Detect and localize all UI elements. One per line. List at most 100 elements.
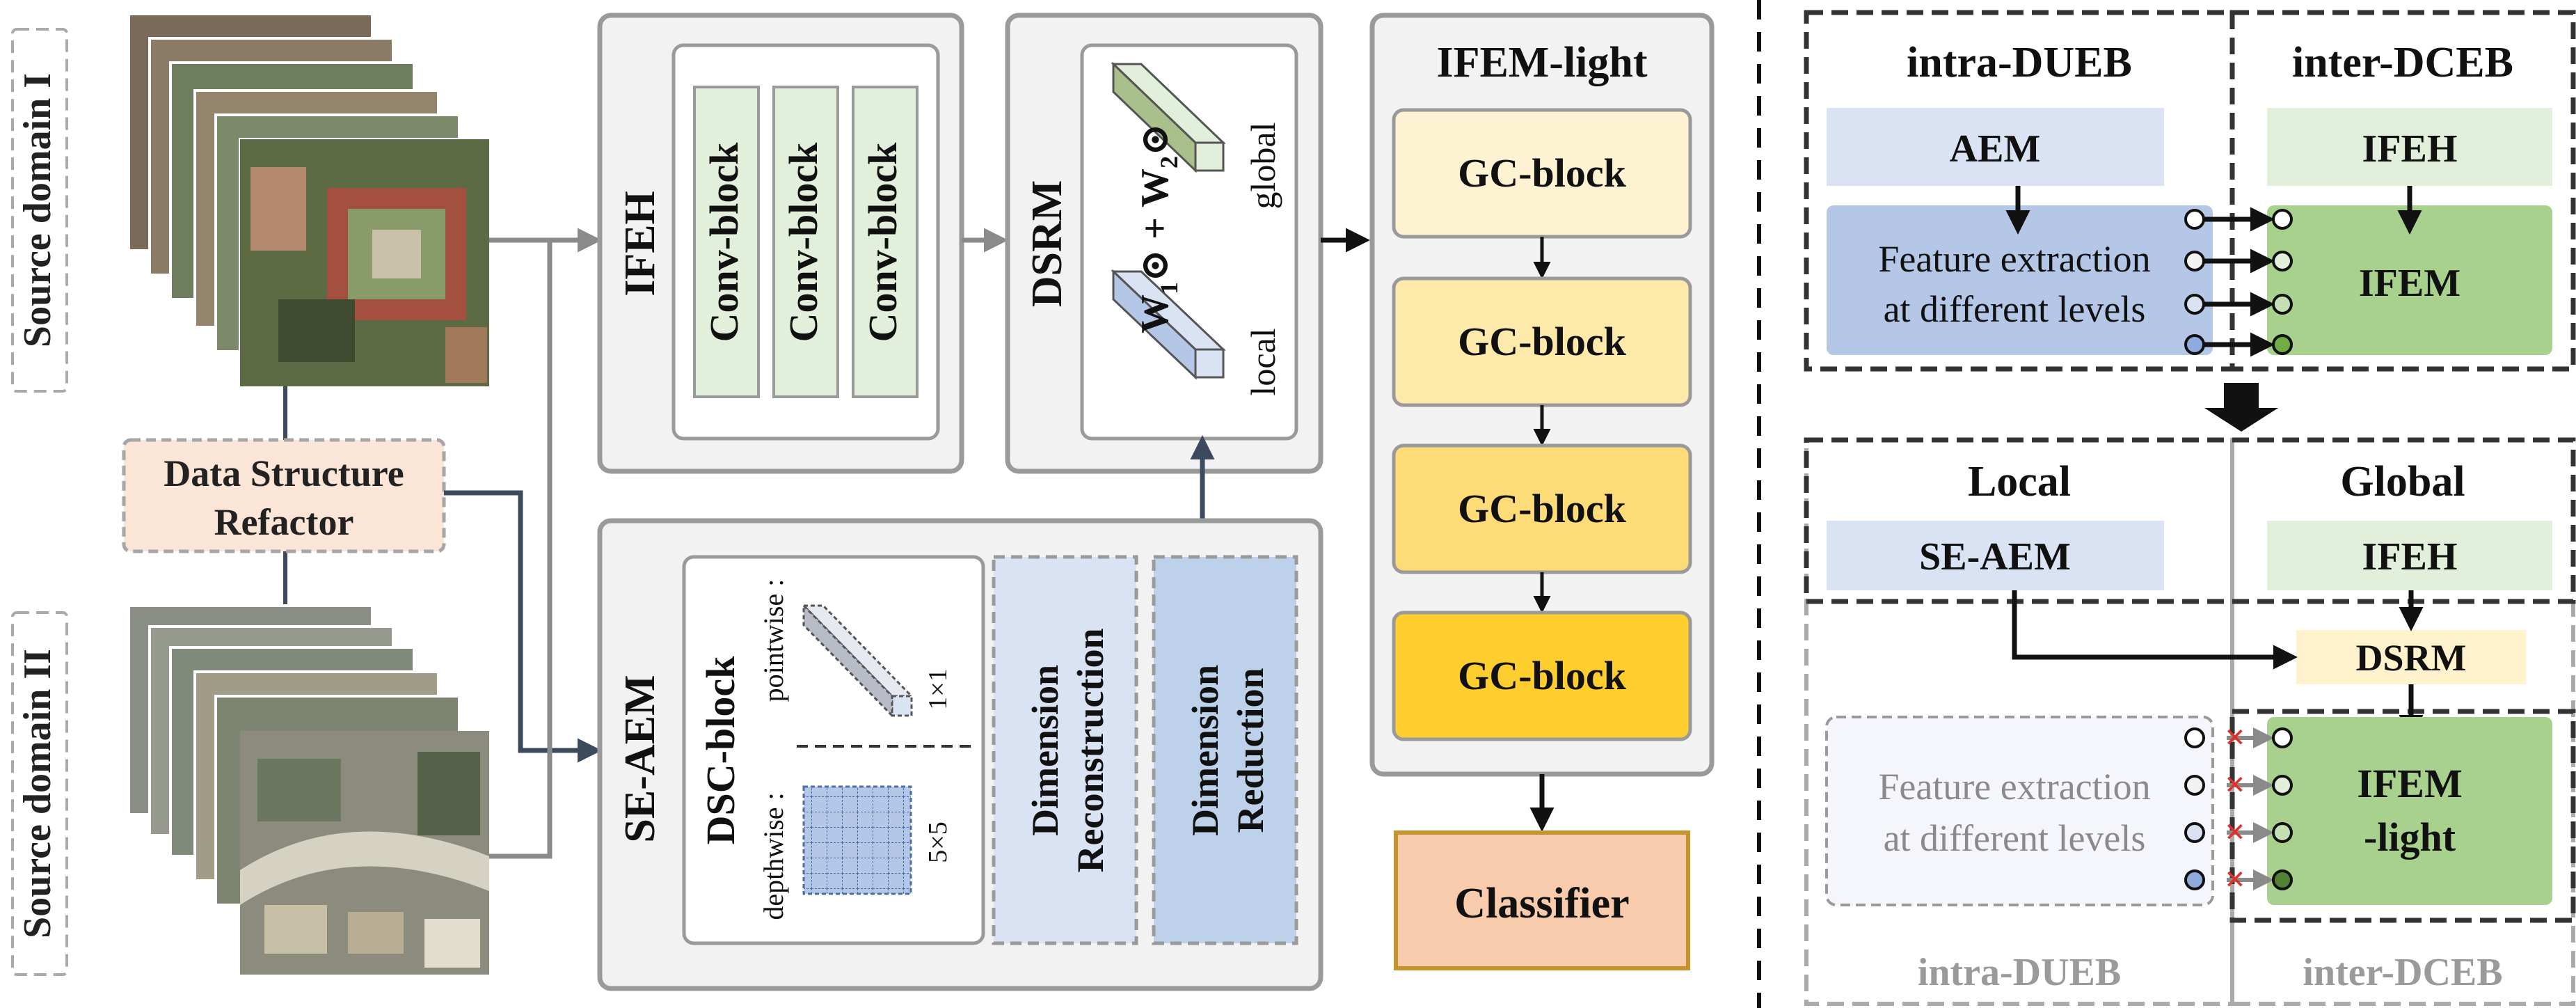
ifeh-box-top: [2267, 108, 2552, 186]
conv-block-2-label: Conv-block: [781, 142, 826, 342]
global-title: Global: [2340, 458, 2465, 505]
se-aem-label: SE-AEM: [1919, 535, 2071, 578]
source-domain-1-image-stack: [127, 13, 491, 388]
ifeh-title: IFEH: [617, 191, 664, 297]
ifeh-label-bottom: IFEH: [2362, 535, 2458, 578]
conv-block-1-label: Conv-block: [701, 142, 747, 342]
local-prism: [1111, 269, 1226, 380]
intra-dueb-title-bottom: intra-DUEB: [1918, 951, 2121, 994]
inter-dceb-frame-top: [2229, 10, 2576, 372]
connection-row-1: [2184, 207, 2293, 232]
reconstruction-line2: Reconstruction: [1070, 629, 1111, 873]
blocked-row-2: ×: [2184, 765, 2293, 805]
arrow-image2-to-ifeh: [489, 240, 552, 859]
connection-row-3: [2184, 292, 2293, 317]
cross-mark-4: ×: [2225, 860, 2245, 899]
ifem-light-right-line1: IFEM: [2357, 761, 2462, 806]
ifem-box-top: [2267, 205, 2552, 355]
ifeh-label-top: IFEH: [2362, 127, 2458, 171]
depthwise-label: depthwise :: [758, 792, 789, 920]
dimension-reconstruction: Dimension Reconstruction: [992, 555, 1138, 945]
reduction-line1: Dimension: [1184, 665, 1226, 836]
dsrm-formula: W1⊙+W2⊙: [1134, 123, 1183, 333]
blocked-row-1: ×: [2184, 718, 2293, 757]
dsrm-label-right: DSRM: [2356, 637, 2467, 679]
pointwise-label: pointwise :: [758, 579, 789, 702]
kernel-5x5-label: 5×5: [923, 821, 953, 863]
gc-block-1: GC-block: [1392, 108, 1692, 239]
dsrm-global-label: global: [1243, 123, 1282, 210]
dsrm-box: [2296, 630, 2526, 684]
feature-extraction-line2-bottom: at different levels: [1884, 817, 2146, 859]
data-structure-refactor: Data Structure Refactor: [122, 438, 446, 553]
feature-extraction-line1-bottom: Feature extraction: [1878, 766, 2150, 808]
dimension-reduction: Dimension Reduction: [1152, 555, 1298, 945]
source-domain-1-label-box: Source domain I: [11, 28, 68, 393]
aem-label: AEM: [1950, 127, 2041, 171]
conv-block-2: Conv-block: [772, 86, 839, 398]
depthwise-5x5-grid: [802, 785, 912, 895]
connection-row-4: [2184, 332, 2293, 357]
cross-mark-1: ×: [2225, 718, 2245, 757]
cross-mark-3: ×: [2225, 812, 2245, 852]
right-bottom-section: Local Global SE-AEM IFEH DSRM Feature ex…: [1804, 437, 2576, 1006]
intra-dueb-title-top: intra-DUEB: [1907, 39, 2132, 86]
source-domain-2-image-stack: [127, 604, 489, 975]
feature-extraction-box-top: [1827, 205, 2213, 355]
reconstruction-line1: Dimension: [1024, 665, 1066, 836]
cross-mark-2: ×: [2225, 765, 2245, 805]
right-top-section: intra-DUEB inter-DCEB AEM IFEH Feature e…: [1804, 10, 2576, 372]
inter-dceb-title-bottom: inter-DCEB: [2303, 951, 2502, 994]
big-down-arrow: [2204, 383, 2278, 432]
local-global-frame: [1804, 437, 2576, 604]
classifier-box: Classifier: [1394, 830, 1690, 970]
feature-extraction-line1-top: Feature extraction: [1878, 238, 2150, 280]
arrow-se-aem-to-dsrm-right: [2012, 590, 2298, 670]
ifeh-box-bottom: [2267, 521, 2552, 590]
pointwise-prism: [801, 603, 914, 718]
refactor-label-line2: Refactor: [214, 501, 354, 543]
gc-block-1-label: GC-block: [1458, 150, 1626, 196]
conv-block-1: Conv-block: [693, 86, 760, 398]
arrow-refactor-to-se-aem: [444, 490, 602, 763]
source-domain-1-label: Source domain I: [16, 73, 59, 347]
blocked-row-4: ×: [2184, 860, 2293, 899]
ifem-light-title: IFEM-light: [1436, 39, 1647, 86]
ifem-label-top: IFEM: [2359, 262, 2460, 305]
gc-block-4-label: GC-block: [1458, 653, 1626, 698]
inter-dceb-title-top: inter-DCEB: [2292, 39, 2513, 86]
dsrm-panel: DSRM W1⊙+W2⊙ global local: [1005, 13, 1323, 474]
dsc-block-title: DSC-block: [698, 656, 743, 844]
se-aem-box: [1827, 521, 2164, 590]
refactor-label-line1: Data Structure: [164, 452, 404, 494]
se-aem-title: SE-AEM: [617, 675, 664, 842]
gc-block-4: GC-block: [1392, 611, 1692, 741]
conv-block-3: Conv-block: [852, 86, 919, 398]
reduction-line2: Reduction: [1230, 668, 1271, 833]
aem-box: [1827, 108, 2164, 186]
gc-block-2-label: GC-block: [1458, 319, 1626, 364]
se-aem-panel: SE-AEM DSC-block pointwise : depthwise :…: [597, 518, 1323, 991]
dsrm-title: DSRM: [1024, 180, 1071, 308]
feature-extraction-box-bottom: [1825, 716, 2214, 906]
blocked-row-3: ×: [2184, 812, 2293, 852]
gc-block-2: GC-block: [1392, 276, 1692, 407]
global-prism: [1111, 61, 1226, 173]
feature-extraction-line2-top: at different levels: [1884, 288, 2146, 330]
source-domain-2-label: Source domain II: [16, 649, 59, 938]
conv-block-3-label: Conv-block: [860, 142, 905, 342]
local-title: Local: [1968, 458, 2071, 505]
connection-row-2: [2184, 249, 2293, 274]
kernel-1x1-label: 1×1: [923, 668, 953, 709]
classifier-label: Classifier: [1454, 880, 1629, 927]
ifem-light-box-right: [2267, 717, 2552, 905]
ifem-light-panel: IFEM-light GC-block GC-block GC-block GC…: [1369, 13, 1715, 777]
dsrm-local-label: local: [1243, 328, 1282, 395]
gc-block-3: GC-block: [1392, 443, 1692, 574]
ifeh-panel: IFEH Conv-block Conv-block Conv-block: [597, 13, 964, 474]
ifem-light-right-line2: -light: [2364, 814, 2456, 860]
source-domain-2-label-box: Source domain II: [11, 611, 68, 976]
gc-block-3-label: GC-block: [1458, 486, 1626, 531]
